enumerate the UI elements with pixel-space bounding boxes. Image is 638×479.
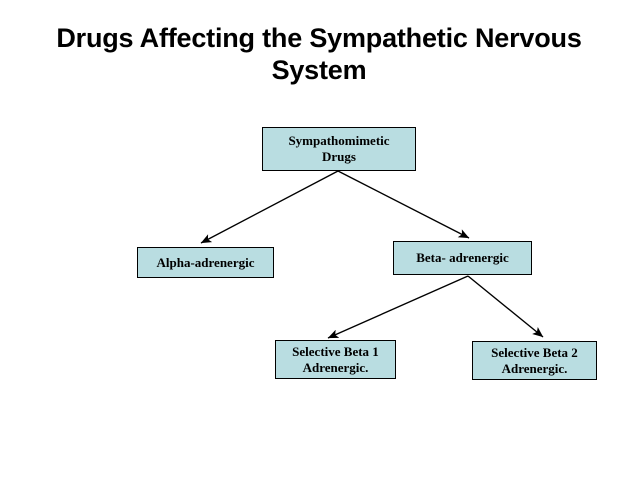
page-title: Drugs Affecting the Sympathetic Nervous … bbox=[56, 23, 582, 85]
edge-root-to-beta bbox=[337, 170, 470, 239]
node-label: Sympathomimetic Drugs bbox=[288, 133, 390, 164]
edge-root-to-alpha bbox=[200, 170, 339, 244]
edge-beta-to-beta2 bbox=[467, 275, 544, 338]
node-sympathomimetic-drugs[interactable]: Sympathomimetic Drugs bbox=[262, 127, 416, 171]
node-alpha-adrenergic[interactable]: Alpha-adrenergic bbox=[137, 247, 274, 278]
node-label: Selective Beta 1 Adrenergic. bbox=[292, 343, 379, 375]
node-label: Selective Beta 2 Adrenergic. bbox=[491, 344, 578, 376]
node-label: Alpha-adrenergic bbox=[156, 254, 255, 270]
node-selective-beta-1-adrenergic[interactable]: Selective Beta 1 Adrenergic. bbox=[275, 340, 396, 379]
node-label: Beta- adrenergic bbox=[416, 250, 509, 265]
node-selective-beta-2-adrenergic[interactable]: Selective Beta 2 Adrenergic. bbox=[472, 341, 597, 380]
node-beta-adrenergic[interactable]: Beta- adrenergic bbox=[393, 241, 532, 275]
edge-beta-to-beta1 bbox=[327, 275, 469, 339]
